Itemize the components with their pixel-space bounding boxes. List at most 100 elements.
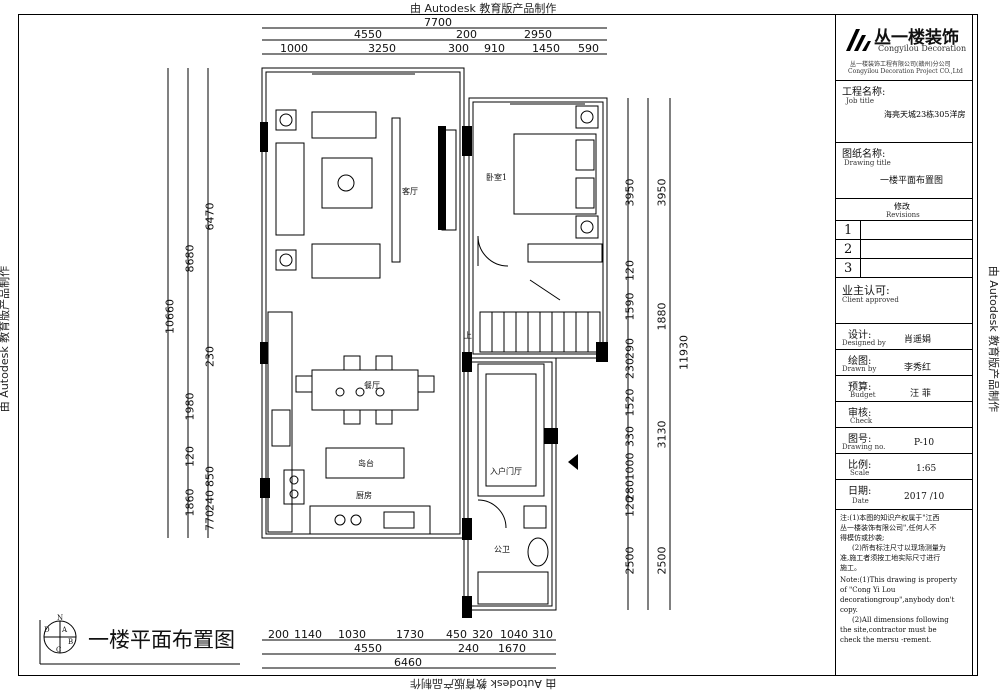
dim-right-a-2: 1880 (655, 302, 669, 331)
note-cn-6: 施工。 (840, 564, 861, 572)
design-value: 肖遥娟 (904, 335, 932, 345)
dim-top-row3-c: 300 (448, 42, 469, 55)
dim-bottom-row1-c: 1030 (338, 628, 366, 641)
design-label: 设计: (848, 330, 872, 341)
date-label: 日期: (848, 486, 872, 497)
dim-left-inner-e: 1860 (183, 488, 197, 517)
dim-bottom-row1-g: 1040 (500, 628, 528, 641)
dim-bottom-row1-b: 1140 (294, 628, 322, 641)
budget-label: 预算: (848, 382, 872, 393)
drawn-label: 绘图: (848, 356, 872, 367)
dim-left-inner-g: 770 (203, 510, 217, 531)
dim-left-mid-b: 1980 (183, 392, 197, 421)
stair-up-label: 上 (464, 331, 472, 340)
scale-label: 比例: (848, 460, 872, 471)
logo-cn: 丛一楼装饰 (874, 28, 959, 48)
company-cn: 丛一楼装饰工程有限公司(赣州)分公司 (850, 61, 951, 68)
note-en-4: copy. (840, 606, 858, 614)
dim-left-inner-c: 120 (183, 446, 197, 467)
logo-en: Congyilou Decoration (878, 44, 967, 53)
rev-num-3: 3 (844, 261, 853, 276)
logo-icon (846, 29, 871, 51)
dwg-label-en: Drawing title (844, 159, 891, 167)
client-label: 业主认可: (842, 284, 890, 297)
dim-bottom-row2-b: 240 (458, 642, 479, 655)
dim-bottom-total: 6460 (394, 656, 422, 669)
client-label-en: Client approved (842, 296, 899, 304)
design-label-en: Designed by (842, 339, 886, 347)
dim-top-row2-b: 200 (456, 28, 477, 41)
budget-value: 汪 菲 (910, 389, 931, 399)
note-en-5: (2)All dimensions following (852, 616, 949, 624)
tb-budget-row: 预算: Budget 汪 菲 (836, 376, 972, 402)
dim-left-total: 10660 (163, 299, 177, 334)
dim-top-row3-d: 910 (484, 42, 505, 55)
dim-right-a-1: 3950 (655, 178, 669, 207)
watermark-right: 由 Autodesk 教育版产品制作 (987, 265, 1000, 413)
dim-right-b-10: 120 (623, 496, 637, 517)
note-en-7: check the mersu -rement. (840, 636, 932, 644)
scale-value: 1:65 (916, 464, 937, 474)
tb-rev-header: 修改 Revisions (836, 199, 972, 221)
dim-top-row3-b: 3250 (368, 42, 396, 55)
tb-check-row: 审核: Check (836, 402, 972, 428)
dim-bottom-row1-a: 200 (268, 628, 289, 641)
job-label-en: Job title (846, 97, 874, 105)
tb-date-row: 日期: Date 2017 /10 (836, 480, 972, 510)
rev-num-1: 1 (844, 223, 853, 238)
tb-client-row: 业主认可: Client approved (836, 278, 972, 324)
room-label-living: 客厅 (402, 187, 418, 196)
dim-left-inner-a: 6470 (203, 202, 217, 231)
date-value: 2017 /10 (904, 492, 945, 502)
room-label-bedroom: 卧室1 (486, 173, 508, 182)
dwg-value: 一楼平面布置图 (880, 176, 944, 186)
north-c: C (56, 646, 62, 654)
rev-label-en: Revisions (886, 211, 920, 219)
north-b: B (68, 638, 74, 646)
tb-scale-row: 比例: Scale 1:65 (836, 454, 972, 480)
room-label-kitchen: 厨房 (356, 491, 372, 500)
job-label: 工程名称: (842, 87, 886, 98)
room-label-foyer: 入户门厅 (490, 467, 522, 476)
tb-no-row: 图号: Drawing no. P-10 (836, 428, 972, 454)
tb-design-row: 设计: Designed by 肖遥娟 (836, 324, 972, 350)
drawn-value: 李秀红 (904, 363, 932, 373)
tb-drawn-row: 绘图: Drawn by 李秀红 (836, 350, 972, 376)
room-label-island: 岛台 (358, 459, 374, 468)
tb-logo-row: 丛一楼装饰 Congyilou Decoration 丛一楼装饰工程有限公司(赣… (836, 15, 972, 81)
tb-rev-2: 2 (836, 240, 972, 259)
drawing-frame (18, 14, 978, 676)
dim-right-a-3: 3130 (655, 420, 669, 449)
dim-top-row3-a: 1000 (280, 42, 308, 55)
dim-right-a-4: 2500 (655, 546, 669, 575)
north-n: N (57, 614, 64, 622)
dim-bottom-row1-d: 1730 (396, 628, 424, 641)
job-value: 海亮天城23栋305洋房 (884, 110, 966, 119)
scale-label-en: Scale (850, 469, 870, 477)
dwg-label: 图纸名称: (842, 149, 886, 160)
no-label-en: Drawing no. (842, 443, 886, 451)
dim-right-b-1: 3950 (623, 178, 637, 207)
floor-plan (39, 27, 671, 669)
dim-right-b-11: 2500 (623, 546, 637, 575)
dim-top-row2-a: 4550 (354, 28, 382, 41)
drawing-title: 一楼平面布置图 (88, 628, 235, 652)
tb-rev-1: 1 (836, 221, 972, 240)
room-label-bath: 公卫 (494, 545, 510, 554)
dim-left-inner-b: 230 (203, 346, 217, 367)
dim-bottom-row1-h: 310 (532, 628, 553, 641)
dim-top-row3-f: 590 (578, 42, 599, 55)
tb-rev-3: 3 (836, 259, 972, 278)
note-cn-5: 准,施工者须按工地实际尺寸进行 (840, 554, 941, 562)
note-cn-2: 丛一楼装饰有限公司",任何人不 (840, 524, 937, 532)
note-en-3: decorationgroup",anybody don't (840, 596, 955, 604)
check-label-en: Check (850, 417, 873, 425)
tb-dwg-row: 图纸名称: Drawing title 一楼平面布置图 (836, 143, 972, 199)
dim-bottom-row2-a: 4550 (354, 642, 382, 655)
rev-num-2: 2 (844, 242, 853, 257)
dim-top-row2-c: 2950 (524, 28, 552, 41)
dim-top-row3-e: 1450 (532, 42, 560, 55)
dim-top-total: 7700 (424, 16, 452, 29)
dim-bottom-row1-f: 320 (472, 628, 493, 641)
drawn-label-en: Drawn by (842, 365, 877, 373)
